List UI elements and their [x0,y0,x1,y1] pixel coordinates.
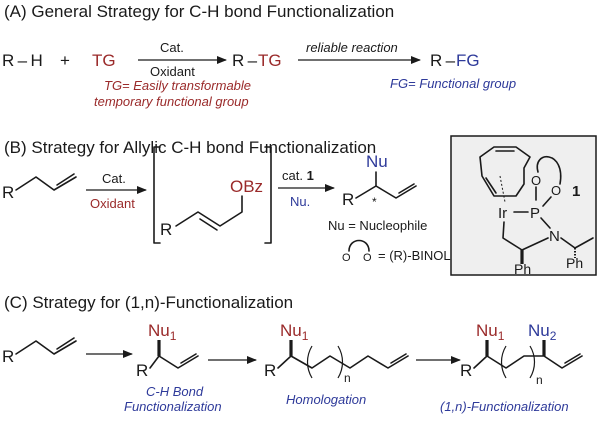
b-arrow2-top-label: cat. 1 [282,168,314,183]
c-n2: n [536,373,543,387]
c-nu1-a: Nu1 [148,321,177,343]
c-label-3: (1,n)-Functionalization [440,399,569,414]
cat-label: cat. [282,168,307,183]
c-nu1-c-sub: 1 [498,329,505,343]
cod-double-bond-1 [485,177,497,194]
catalyst-o1: O [531,173,541,188]
c-p1-double-bond [180,353,197,364]
intermediate-tg: TG [258,51,282,70]
c-nu1-c-text: Nu [476,321,498,340]
c-n1: n [344,371,351,385]
c-nu1-b-text: Nu [280,321,302,340]
catalyst-number-ref: 1 [307,168,314,183]
c-nu1-b-sub: 1 [302,329,309,343]
binol-note: = (R)-BINOL [378,248,451,263]
c-allyl-double-bond [56,337,75,350]
c-p1-bond [149,355,199,369]
c-r3: R [264,361,276,380]
p-o2-bond [542,196,552,207]
inter-obz: OBz [230,177,263,196]
tg-reagent: TG [92,51,116,70]
p-n-bond [540,217,551,229]
arrow1-bottom-label: Oxidant [150,64,195,79]
c-p3-paren-r [529,345,536,379]
c-r1: R [2,347,14,366]
b-arrow1-bottom-label: Oxidant [90,196,135,211]
binol-o1: O [342,252,351,264]
inter-r: R [160,220,172,239]
ir-backbone [502,221,549,251]
binol-arc-icon [348,239,370,252]
allyl-double-bond-substrate [56,173,75,186]
c-p2-paren-r [337,345,344,379]
bracket-right [264,146,272,244]
stereo-mark: * [372,195,377,209]
inter-double-bond [199,218,218,231]
c-label-2: Homologation [286,392,366,407]
b-arrow1-top-label: Cat. [102,171,126,186]
product-bond [355,185,417,199]
arrow1-top-label: Cat. [160,40,184,55]
section-b-title: (B) Strategy for Allylic C-H bond Functi… [4,138,376,157]
c-label-1-line1: C-H Bond [146,384,204,399]
b-arrow2-bottom-label: Nu. [290,194,310,209]
c-nu1-a-text: Nu [148,321,170,340]
bracket-left [153,146,161,244]
intermediate-r: R – [232,51,258,70]
section-a-title: (A) General Strategy for C-H bond Functi… [4,2,394,21]
binol-o2: O [363,252,372,264]
inter-bond [175,195,243,227]
catalyst-o2: O [551,183,561,198]
catalyst-label: 1 [572,183,580,200]
c-p2-double-bond [390,353,407,364]
tg-note-line1: TG= Easily transformable [104,78,251,93]
product-r-b: R [342,190,354,209]
catalyst-p: P [530,205,540,222]
catalyst-ph2: Ph [566,255,583,271]
product-r: R – [430,51,456,70]
catalyst-n: N [549,228,560,245]
substrate-r: R [2,183,14,202]
allyl-bond-substrate [15,176,77,191]
c-p3-bond [473,355,583,369]
c-label-1-line2: Functionalization [124,399,222,414]
c-nu2-text: Nu [528,321,550,340]
c-nu1-a-sub: 1 [170,329,177,343]
product-nu: Nu [366,152,388,171]
fg-note: FG= Functional group [390,76,516,91]
c-nu1-b: Nu1 [280,321,309,343]
section-c-title: (C) Strategy for (1,n)-Functionalization [4,293,293,312]
arrow2-top-label: reliable reaction [306,40,398,55]
product-double-bond [398,183,415,194]
cod-ligand [479,146,531,197]
tg-note-line2: temporary functional group [94,94,249,109]
c-allyl-bond [15,340,77,355]
c-p2-bond [277,355,409,369]
reactant-rh: R – H [2,51,43,70]
nu-note: Nu = Nucleophile [328,218,427,233]
plus-sign: + [60,51,70,70]
c-p3-double-bond [564,353,581,364]
c-p3-paren-l [500,345,507,379]
c-p2-paren-l [306,345,313,379]
catalyst-ph1: Ph [514,261,531,277]
product-fg: FG [456,51,480,70]
c-r4: R [460,361,472,380]
ir-cod-bond [499,175,506,203]
binol-loop [536,156,562,185]
c-nu2-sub: 2 [550,329,557,343]
catalyst-ir: Ir [498,205,507,222]
c-nu2: Nu2 [528,321,557,343]
c-nu1-c: Nu1 [476,321,505,343]
c-r2: R [136,361,148,380]
